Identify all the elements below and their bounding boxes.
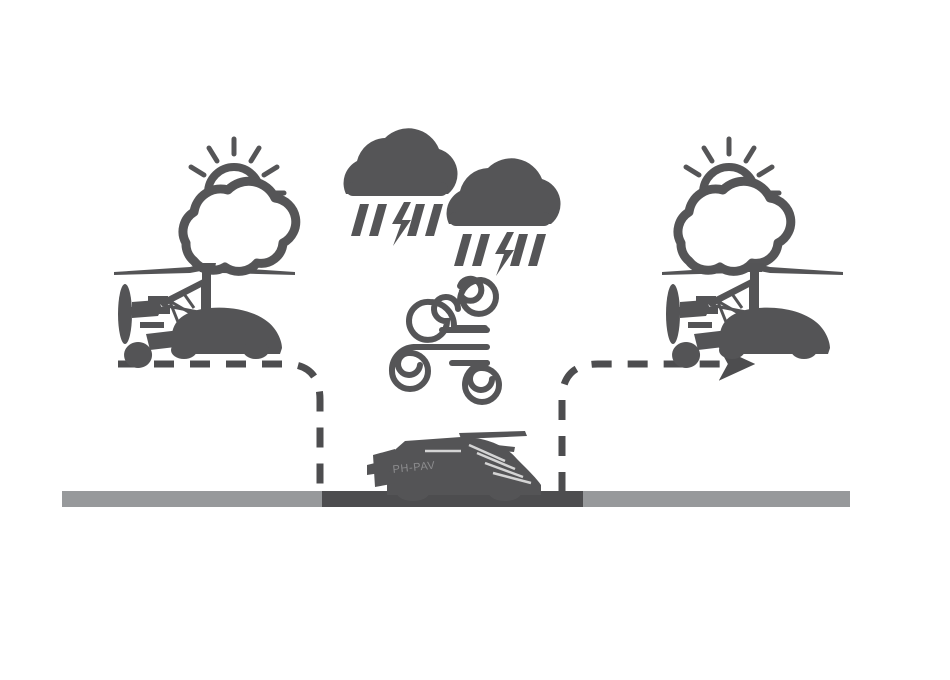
road-segment-right	[583, 491, 850, 507]
flying-car-road-mode: PH-PAV	[365, 429, 543, 503]
thunderstorm-cloud-icon-1	[343, 128, 458, 246]
vehicle-registration-text: PH-PAV	[392, 460, 436, 476]
ascent-path-dashed	[558, 347, 756, 492]
road-segment-left	[62, 491, 322, 507]
wind-gust-icon	[392, 279, 499, 402]
sun-behind-cloud-icon-left	[183, 139, 296, 271]
descent-path-dashed	[118, 360, 324, 492]
flying-car-gyrocopter-left	[112, 261, 297, 370]
flying-car-gyrocopter-right	[660, 261, 845, 370]
thunderstorm-cloud-icon-2	[446, 158, 561, 276]
sun-behind-cloud-icon-right	[678, 139, 791, 271]
